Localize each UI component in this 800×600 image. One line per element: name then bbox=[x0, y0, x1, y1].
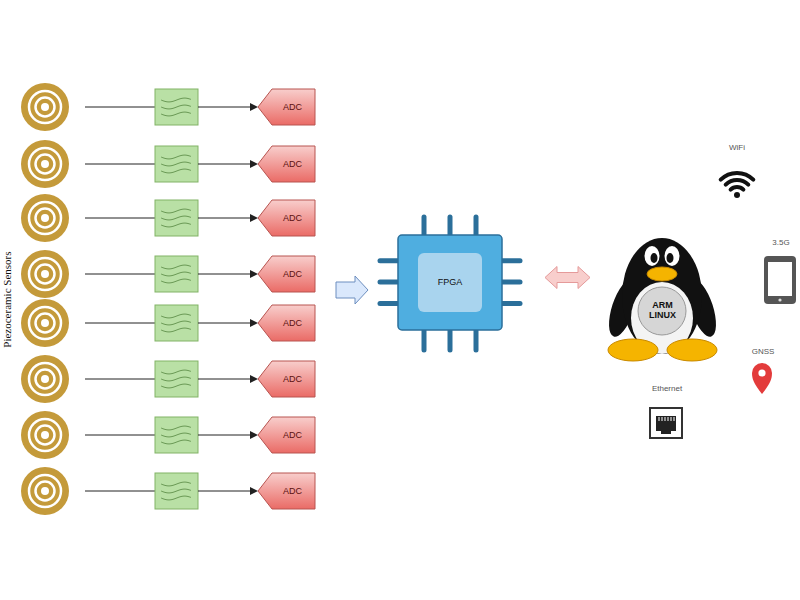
wire bbox=[85, 218, 155, 219]
piezo-sensor-channel bbox=[21, 467, 258, 515]
adc-block: ADC bbox=[258, 200, 315, 236]
wifi-label: WiFi bbox=[729, 143, 745, 152]
filter-block bbox=[155, 473, 198, 509]
arm-linux-board: ARM LINUX bbox=[605, 226, 720, 362]
adc-block: ADC bbox=[258, 361, 315, 397]
bidirectional-link bbox=[545, 267, 590, 289]
piezo-sensor-channel bbox=[21, 194, 258, 242]
piezo-sensor-channel bbox=[21, 411, 258, 459]
piezo-sensor bbox=[21, 299, 69, 347]
piezo-sensor bbox=[21, 83, 69, 131]
wire bbox=[85, 107, 155, 108]
piezo-sensor-channel bbox=[21, 355, 258, 403]
phone-icon bbox=[764, 256, 796, 304]
wire bbox=[198, 491, 252, 492]
adc-label: ADC bbox=[283, 102, 302, 112]
wire bbox=[198, 274, 252, 275]
group-label: Piezoceramic Sensors bbox=[1, 235, 14, 365]
adc-label: ADC bbox=[283, 269, 302, 279]
piezo-sensor-channel bbox=[21, 299, 258, 347]
piezo-sensor bbox=[21, 355, 69, 403]
piezo-sensor bbox=[21, 250, 69, 298]
ethernet-label: Ethernet bbox=[652, 384, 682, 393]
wire bbox=[198, 218, 252, 219]
filter-block bbox=[155, 417, 198, 453]
wire bbox=[85, 491, 155, 492]
wire bbox=[198, 379, 252, 380]
piezo-sensor bbox=[21, 140, 69, 188]
filter-block bbox=[155, 89, 198, 125]
piezo-sensor-channel bbox=[21, 250, 258, 298]
adc-label: ADC bbox=[283, 159, 302, 169]
wire bbox=[85, 164, 155, 165]
wire bbox=[85, 323, 155, 324]
adc-block: ADC bbox=[258, 89, 315, 125]
adc-block: ADC bbox=[258, 305, 315, 341]
wire bbox=[198, 107, 252, 108]
piezo-sensor bbox=[21, 467, 69, 515]
gnss-label: GNSS bbox=[752, 347, 775, 356]
adc-label: ADC bbox=[283, 374, 302, 384]
wire bbox=[85, 274, 155, 275]
filter-block bbox=[155, 146, 198, 182]
wire bbox=[85, 435, 155, 436]
wifi-icon bbox=[721, 173, 754, 198]
cellular-label: 3.5G bbox=[772, 238, 789, 247]
data-flow-arrow bbox=[336, 276, 368, 304]
group-label: Piezoceramic Sensors bbox=[1, 252, 13, 348]
adc-block: ADC bbox=[258, 473, 315, 509]
filter-block bbox=[155, 361, 198, 397]
fpga-chip: FPGA bbox=[398, 235, 502, 330]
wire bbox=[85, 379, 155, 380]
filter-block bbox=[155, 200, 198, 236]
ethernet-icon bbox=[650, 408, 682, 438]
wifi-label: WiFi bbox=[707, 143, 767, 153]
adc-block: ADC bbox=[258, 146, 315, 182]
adc-label: ADC bbox=[283, 318, 302, 328]
wire bbox=[198, 435, 252, 436]
cpu-label: ARM LINUX bbox=[643, 300, 683, 321]
piezo-sensor bbox=[21, 411, 69, 459]
gnss-label: GNSS bbox=[743, 347, 783, 357]
wire bbox=[198, 323, 252, 324]
chip-label: FPGA bbox=[438, 277, 463, 287]
adc-block: ADC bbox=[258, 256, 315, 292]
adc-label: ADC bbox=[283, 486, 302, 496]
adc-label: ADC bbox=[283, 430, 302, 440]
gnss-pin-icon bbox=[752, 363, 772, 394]
node-outline bbox=[605, 226, 720, 362]
adc-label: ADC bbox=[283, 213, 302, 223]
filter-block bbox=[155, 256, 198, 292]
adc-block: ADC bbox=[258, 417, 315, 453]
ethernet-label: Ethernet bbox=[637, 384, 697, 394]
piezo-sensor-channel bbox=[21, 140, 258, 188]
piezo-sensor-channel bbox=[21, 83, 258, 131]
wire bbox=[198, 164, 252, 165]
piezo-sensor bbox=[21, 194, 69, 242]
cellular-label: 3.5G bbox=[764, 238, 798, 248]
filter-block bbox=[155, 305, 198, 341]
